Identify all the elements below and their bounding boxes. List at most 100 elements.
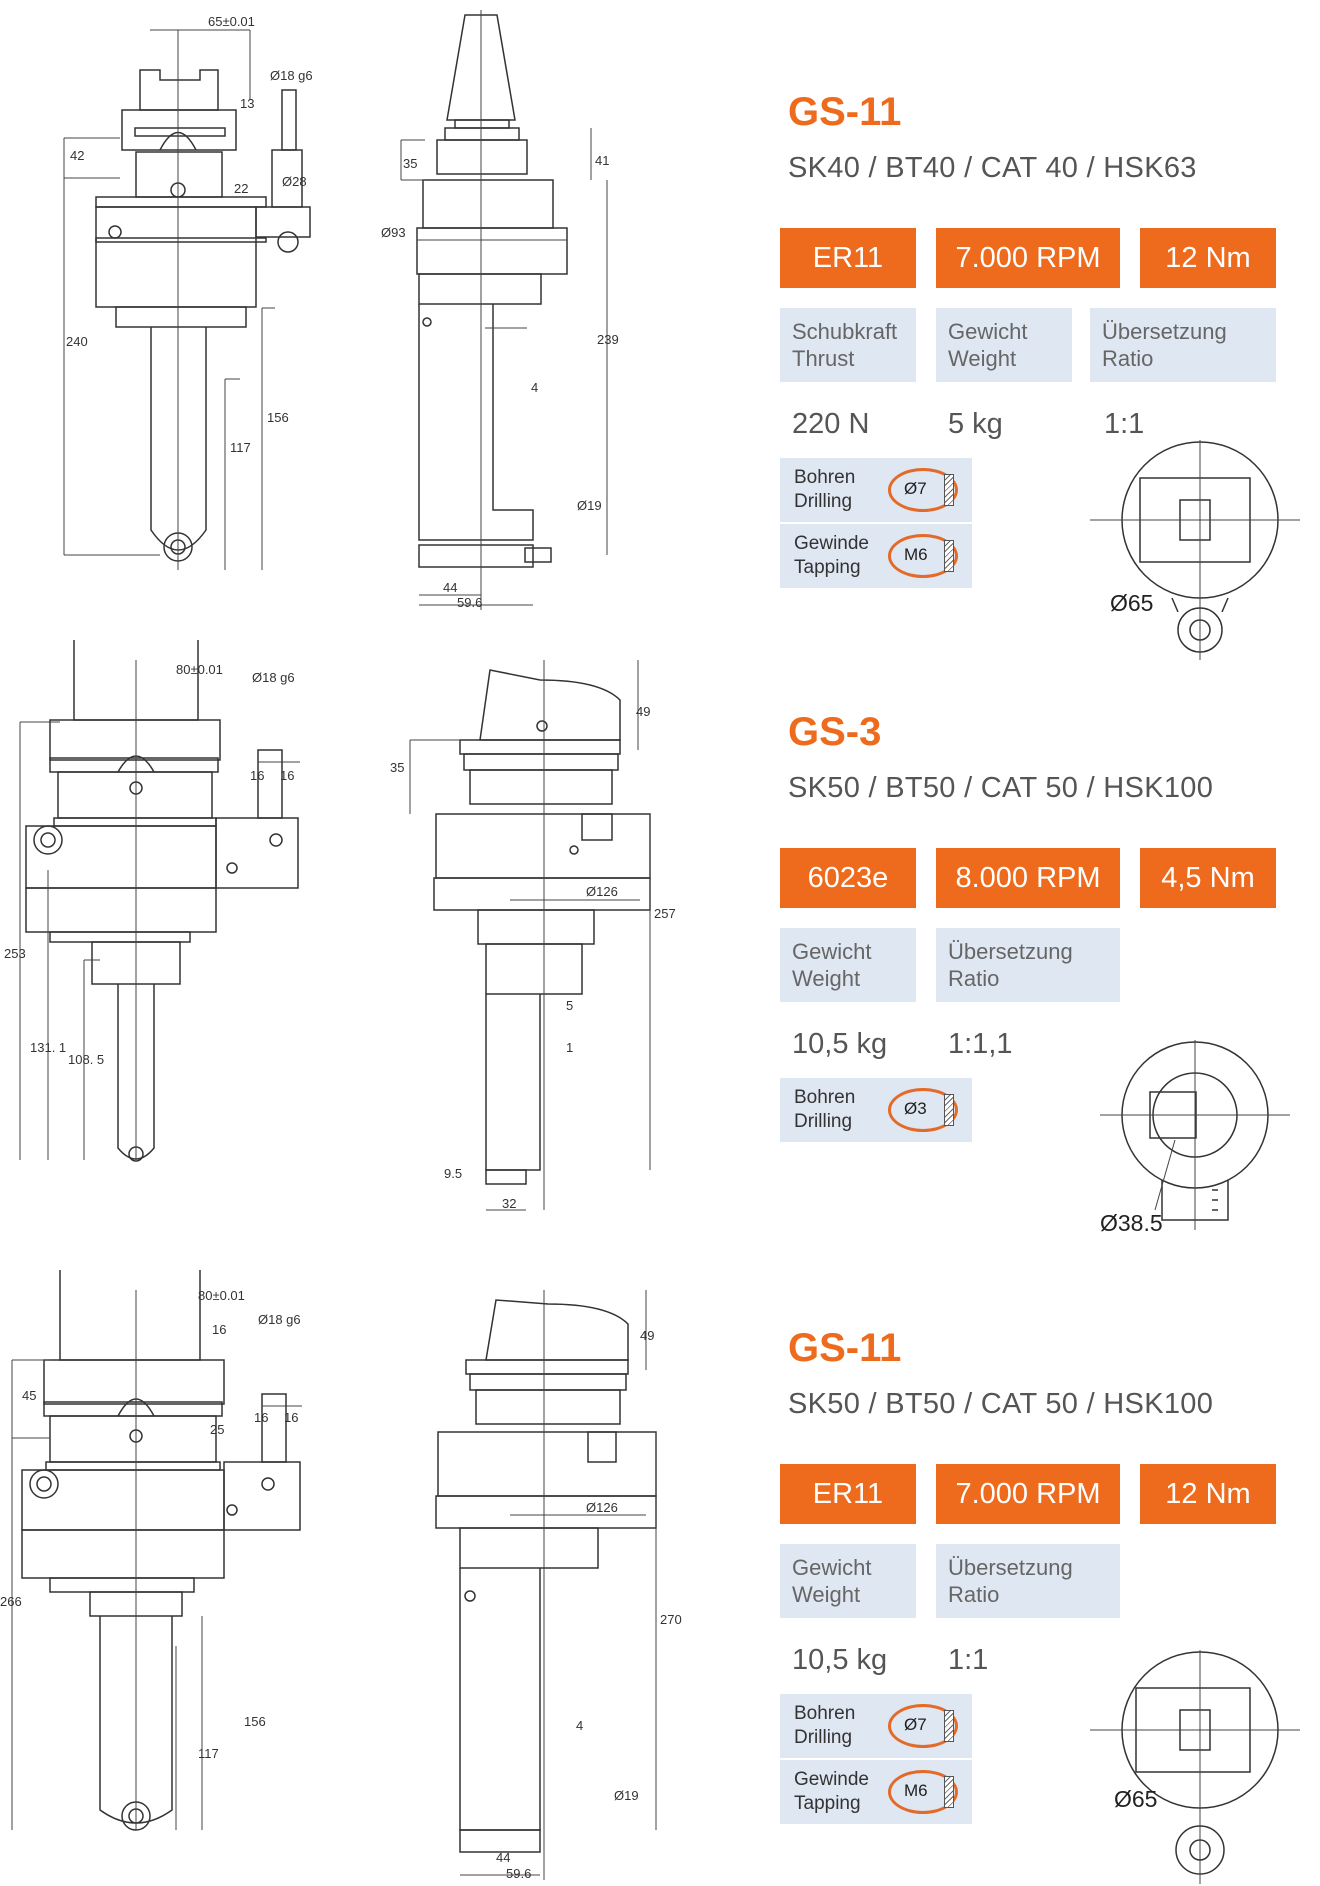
collet-badge: ER11 <box>780 228 916 288</box>
dim-5: 5 <box>566 998 573 1013</box>
rpm-badge: 8.000 RPM <box>936 848 1120 908</box>
interference-circle-drawing <box>1100 1040 1290 1260</box>
dim-108-5: 108. 5 <box>68 1052 104 1067</box>
dim-9-5: 9.5 <box>444 1166 462 1181</box>
dim-44: 44 <box>443 580 457 595</box>
model-title: GS-11 <box>788 1326 902 1370</box>
dim-156: 156 <box>244 1714 266 1729</box>
drill-size: Ø3 <box>904 1099 927 1118</box>
dim-1: 1 <box>566 1040 573 1055</box>
tap-size: M6 <box>904 1781 928 1800</box>
tool-holders: SK50 / BT50 / CAT 50 / HSK100 <box>788 772 1214 804</box>
dim-131-1: 131. 1 <box>30 1040 66 1055</box>
circle-diameter-label: Ø65 <box>1114 1786 1158 1812</box>
ratio-value: 1:1,1 <box>948 1028 1013 1060</box>
dim-35: 35 <box>390 760 404 775</box>
ratio-value: 1:1 <box>1104 408 1145 440</box>
dim-93: Ø93 <box>381 225 406 240</box>
collet-badge: ER11 <box>780 1464 916 1524</box>
dim-16-left: 16 <box>254 1410 268 1425</box>
tap-size: M6 <box>904 545 928 564</box>
dim-13: 13 <box>240 96 254 111</box>
torque-badge: 12 Nm <box>1140 1464 1276 1524</box>
drill-size-ring <box>888 1704 958 1748</box>
dim-shank-diameter: Ø18 g6 <box>270 68 313 83</box>
rpm-badge: 7.000 RPM <box>936 228 1120 288</box>
dim-49: 49 <box>640 1328 654 1343</box>
dim-25: 25 <box>210 1422 224 1437</box>
rpm-badge: 7.000 RPM <box>936 1464 1120 1524</box>
dim-59-6: 59.6 <box>457 595 482 610</box>
dim-shank-diameter: Ø18 g6 <box>258 1312 301 1327</box>
dim-16-top: 16 <box>212 1322 226 1337</box>
dim-19: Ø19 <box>577 498 602 513</box>
dim-239: 239 <box>597 332 619 347</box>
dim-59-6: 59.6 <box>506 1866 531 1881</box>
dim-240: 240 <box>66 334 88 349</box>
tool-holders: SK50 / BT50 / CAT 50 / HSK100 <box>788 1388 1214 1420</box>
side-view-drawing: 49 Ø126 270 4 Ø19 44 59.6 <box>410 1290 690 1881</box>
dim-117: 117 <box>198 1746 219 1761</box>
front-view-drawing: 65±0.01 Ø18 g6 13 42 22 Ø28 240 156 117 <box>60 10 350 580</box>
collet-badge: 6023e <box>780 848 916 908</box>
dim-49: 49 <box>636 704 650 719</box>
tap-icon <box>944 540 954 572</box>
drill-size: Ø7 <box>904 479 927 498</box>
spec-panel: GS-3 SK50 / BT50 / CAT 50 / HSK100 6023e… <box>780 710 1300 1270</box>
dim-35: 35 <box>403 156 417 171</box>
weight-value: 10,5 kg <box>792 1644 888 1676</box>
dim-28: Ø28 <box>282 174 307 189</box>
product-section-1: 65±0.01 Ø18 g6 13 42 22 Ø28 240 156 117 <box>0 0 1320 660</box>
drill-size-ring <box>888 468 958 512</box>
dim-126: Ø126 <box>586 1500 618 1515</box>
thrust-value: 220 N <box>792 408 870 440</box>
dim-270: 270 <box>660 1612 682 1627</box>
dim-42: 42 <box>70 148 84 163</box>
weight-value: 10,5 kg <box>792 1028 888 1060</box>
dim-253: 253 <box>4 946 26 961</box>
circle-diameter-label: Ø65 <box>1110 590 1154 616</box>
model-title: GS-11 <box>788 90 902 134</box>
dim-257: 257 <box>654 906 676 921</box>
side-view-drawing: 35 49 Ø126 257 5 1 9.5 32 <box>390 660 676 1220</box>
dim-16-right: 16 <box>280 768 294 783</box>
dim-center-distance: 65±0.01 <box>208 14 255 29</box>
product-section-3: 80±0.01 Ø18 g6 16 45 25 16 16 266 156 11… <box>0 1270 1320 1884</box>
drill-icon <box>944 1094 954 1126</box>
torque-badge: 12 Nm <box>1140 228 1276 288</box>
spec-panel: GS-11 SK50 / BT50 / CAT 50 / HSK100 ER11… <box>780 1326 1300 1886</box>
weight-value: 5 kg <box>948 408 1003 440</box>
dim-117: 117 <box>230 440 251 455</box>
circle-diameter-label: Ø38.5 <box>1100 1210 1163 1236</box>
dim-156: 156 <box>267 410 289 425</box>
torque-badge: 4,5 Nm <box>1140 848 1276 908</box>
dim-16-right: 16 <box>284 1410 298 1425</box>
drill-icon <box>944 474 954 506</box>
drill-icon <box>944 1710 954 1742</box>
drill-size: Ø7 <box>904 1715 927 1734</box>
drill-size-ring <box>888 1088 958 1132</box>
dim-center-distance: 80±0.01 <box>176 662 223 677</box>
tap-icon <box>944 1776 954 1808</box>
front-view-drawing: 80±0.01 Ø18 g6 16 16 253 131. 1 108. 5 <box>0 640 330 1200</box>
dim-22: 22 <box>234 181 248 196</box>
dim-shank-diameter: Ø18 g6 <box>252 670 295 685</box>
dim-126: Ø126 <box>586 884 618 899</box>
dim-266: 266 <box>0 1594 22 1609</box>
dim-41: 41 <box>595 153 609 168</box>
dim-44: 44 <box>496 1850 510 1865</box>
dim-45: 45 <box>22 1388 36 1403</box>
tap-size-ring <box>888 1770 958 1814</box>
interference-circle-drawing <box>1090 1650 1300 1884</box>
